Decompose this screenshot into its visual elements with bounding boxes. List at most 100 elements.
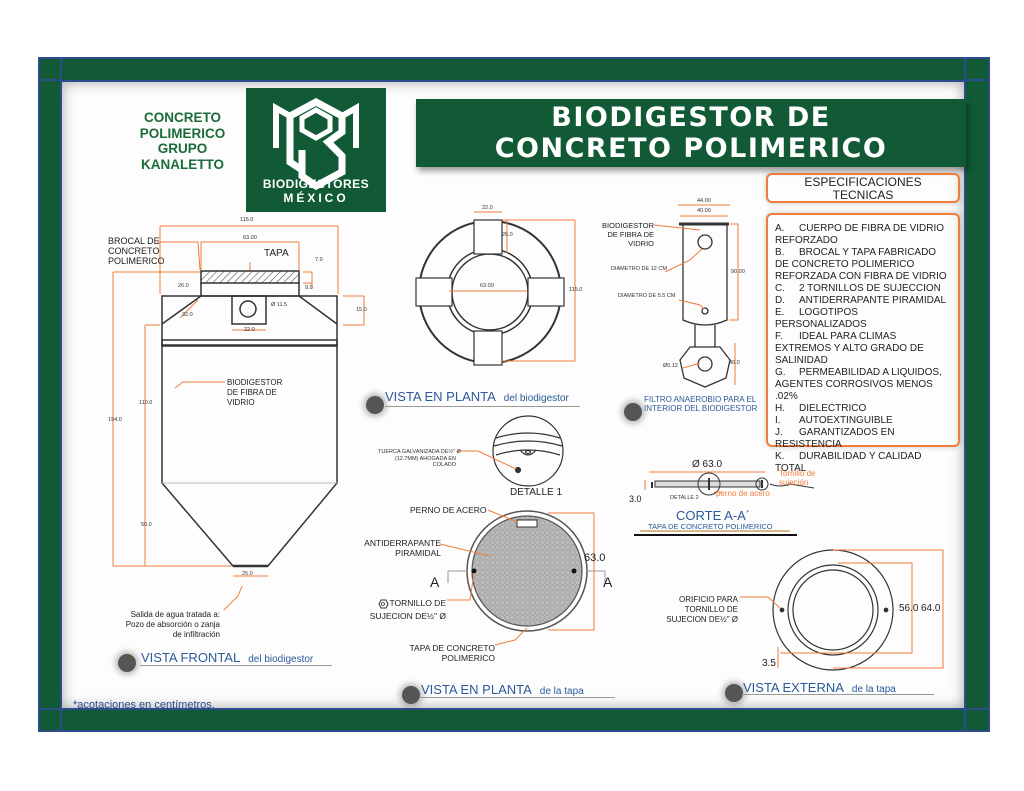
spec-text: 2 TORNILLOS DE SUJECCION [799,283,941,294]
section-subtitle: TAPA DE CONCRETO POLIMERICO [648,522,773,531]
label-filter-body: BIODIGESTOR DE FIBRA DE VIDRIO [602,221,654,248]
spec-text: LOGOTIPOS PERSONALIZADOS [775,307,867,330]
spec-item: J.GARANTIZADOS EN RESISTENCIA [775,427,952,451]
company-name: CONCRETO POLIMERICO GRUPO KANALETTO [120,110,245,172]
spec-item: H.DIELECTRICO [775,403,952,415]
view-bullet-icon [366,396,384,414]
external-dimension-lines [740,549,944,669]
label-brocal: BROCAL DE CONCRETO POLIMERICO [108,236,165,266]
label-tornillo-sujecion: Tornillo de sujeción [779,469,816,487]
view-bullet-icon [725,684,743,702]
filter-dimension-lines [653,204,739,385]
title-line1: BIODIGESTOR DE [551,102,831,133]
spec-item: D.ANTIDERRAPANTE PIRAMIDAL [775,295,952,307]
spec-letter: J. [775,427,783,438]
dim-frontal-110: 110.0 [139,400,153,406]
detail1-leader [457,450,517,470]
dim-frontal-32: 32.0 [182,312,193,318]
dim-external-ring: 3.5 [762,658,776,669]
company-line: CONCRETO [143,110,221,125]
view-bullet-icon [624,403,642,421]
spec-letter: A. [775,223,785,234]
section-title: CORTE A-A´ [676,508,751,523]
view-title-external: VISTA EXTERNA de la tapa [743,680,896,695]
dim-plan-26: 26.0 [502,232,513,238]
label-tapa: TAPA [264,248,289,259]
label-biodigestor-body: BIODIGESTOR DE FIBRA DE VIDRIO [227,378,283,407]
view-title-sub: del biodigestor [248,654,314,665]
dim-frontal-bottom: 25.0 [242,571,253,577]
logo-text-line1: BIODIGESTORES [262,177,370,191]
spec-item: I. AUTOEXTINGUIBLE [775,415,952,427]
spec-item: G.PERMEABILIDAD A LIQUIDOS, AGENTES CORR… [775,367,952,403]
spec-letter: K. [775,451,785,462]
company-line: POLIMERICO [139,125,226,141]
label-diam-012: Ø0.12 [663,363,678,369]
lid-plan-drawing [378,510,606,632]
filter-drawing [679,222,731,388]
label-tapa-concreto: TAPA DE CONCRETO POLIMERICO [409,643,496,663]
dim-frontal-50: 50.0 [141,522,152,528]
label-tornillo: TORNILLO DE SUJECION DE½" Ø [369,598,446,621]
specs-heading-line2: TECNICAS [832,188,894,202]
view-title-underline [140,665,332,666]
spec-letter: B. [775,247,785,258]
dim-section-thick: 3.0 [629,494,642,504]
label-antiderrapante: ANTIDERRAPANTE PIRAMIDAL [364,538,441,558]
frame-corner [38,57,62,81]
dim-frontal-hole: Ø 11.5 [271,302,288,308]
label-detalle2: DETALLE 2 [670,495,699,501]
title-banner: BIODIGESTOR DE CONCRETO POLIMERICO [416,99,966,167]
spec-text: IDEAL PARA CLIMAS EXTREMOS Y ALTO GRADO … [775,331,924,366]
spec-text: DURABILIDAD Y CALIDAD TOTAL [775,451,922,474]
section-drawing [634,472,815,536]
spec-letter: F. [775,331,783,342]
spec-item: K.DURABILIDAD Y CALIDAD TOTAL [775,451,952,475]
frontal-dimension-lines [112,225,365,611]
frame-corner [964,57,990,81]
label-diam-55: DIAMETRO DE 5.5 CM [618,293,676,299]
plan-view-drawing [415,219,565,366]
spec-text: GARANTIZADOS EN RESISTENCIA [775,427,895,450]
spec-item: E.LOGOTIPOS PERSONALIZADOS [775,307,952,331]
spec-letter: I. [775,415,781,426]
spec-text: DIELECTRICO [799,403,867,414]
dimensions-note: *acotaciones en centímetros. [73,699,215,711]
dim-filter-44: 44.00 [697,198,711,204]
view-title-main: VISTA FRONTAL [141,650,241,665]
view-title-filter: FILTRO ANAEROBIO PARA EL INTERIOR DEL BI… [644,395,757,413]
spec-item: A.CUERPO DE FIBRA DE VIDRIO REFORZADO [775,223,952,247]
logo-mark-icon [273,98,359,191]
label-perno: PERNO DE ACERO [410,505,487,515]
dim-filter-90: 90.00 [731,269,745,275]
spec-letter: E. [775,307,785,318]
external-view-drawing [772,549,894,671]
spec-text: AUTOEXTINGUIBLE [799,415,893,426]
frontal-view-drawing [161,270,338,568]
label-outlet: Salida de agua tratada a: Pozo de absorc… [125,610,220,639]
dim-plan-inner: 63.00 [480,283,494,289]
view-title-main: VISTA EN PLANTA [385,389,496,404]
dim-section-diam: Ø 63.0 [692,459,723,470]
section-marker-a-right: A [603,574,613,590]
dim-frontal-26: 26.0 [178,283,189,289]
dim-frontal-7: 7.0 [315,257,323,263]
dim-frontal-9: 9.0 [305,285,313,291]
dim-frontal-15: 15.0 [356,307,367,313]
view-title-sub: de la tapa [851,684,896,695]
dim-plan-22: 22.0 [482,205,493,211]
label-tuerca: TUERCA GALVANIZADA DE½" Ø (12.7MM) AHOGA… [378,449,461,468]
view-title-main: VISTA EXTERNA [743,680,844,695]
view-title-sub: de la tapa [539,686,584,697]
spec-text: CUERPO DE FIBRA DE VIDRIO REFORZADO [775,223,945,246]
spec-item: C.2 TORNILLOS DE SUJECCION [775,283,952,295]
spec-text: ANTIDERRAPANTE PIRAMIDAL [799,295,947,306]
detail1-title: DETALLE 1 [510,487,563,498]
view-title-frontal: VISTA FRONTAL del biodigestor [141,650,313,665]
spec-text: PERMEABILIDAD A LIQUIDOS, AGENTES CORROS… [775,367,942,402]
dim-frontal-22: 22.0 [244,327,255,333]
frame-corner [964,708,990,732]
detail1-drawing [492,415,564,487]
dim-frontal-width: 115.0 [240,217,254,223]
